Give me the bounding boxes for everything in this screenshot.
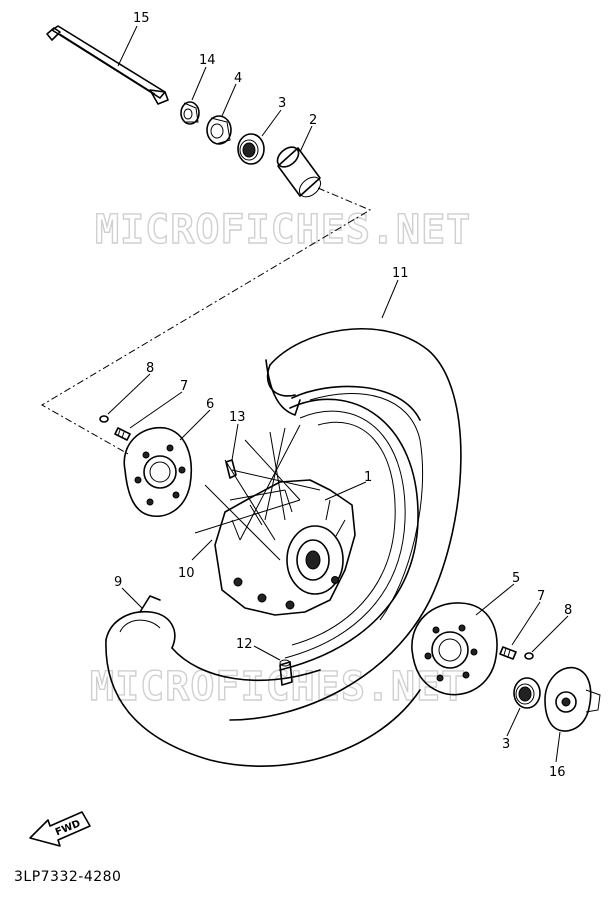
callout-1: 1 bbox=[364, 470, 372, 485]
fwd-arrow-icon: FWD bbox=[29, 811, 91, 847]
callout-9: 9 bbox=[114, 575, 122, 590]
callout-13: 13 bbox=[229, 410, 246, 425]
part-tube bbox=[105, 595, 421, 767]
callout-14: 14 bbox=[199, 53, 216, 68]
part-brake-disc-right bbox=[411, 602, 498, 696]
part-axle bbox=[46, 25, 169, 105]
callout-11: 11 bbox=[392, 266, 409, 281]
part-washer-right bbox=[524, 652, 534, 660]
part-collar bbox=[180, 101, 200, 125]
callout-8-left: 8 bbox=[146, 361, 154, 376]
callout-6: 6 bbox=[206, 397, 214, 412]
drawing-code: 3LP7332-4280 bbox=[14, 869, 121, 885]
callout-15: 15 bbox=[133, 11, 150, 26]
part-tire bbox=[229, 328, 462, 721]
part-spokes bbox=[194, 424, 321, 561]
part-bolt-left bbox=[114, 427, 131, 441]
callout-12: 12 bbox=[236, 637, 253, 652]
part-brake-disc-left bbox=[123, 427, 192, 517]
callout-16: 16 bbox=[549, 765, 566, 780]
part-oil-seal bbox=[206, 115, 232, 145]
callout-10: 10 bbox=[178, 566, 195, 581]
callout-8-right: 8 bbox=[564, 603, 572, 618]
leader-lines bbox=[107, 25, 569, 763]
part-gear-unit bbox=[544, 666, 601, 732]
callout-3-top: 3 bbox=[278, 96, 286, 111]
part-bearing-top bbox=[237, 133, 265, 165]
callout-numbers: 15 14 4 3 2 11 8 7 6 13 1 10 9 12 5 7 8 … bbox=[114, 11, 572, 780]
part-valve bbox=[279, 659, 293, 686]
callout-7-right: 7 bbox=[537, 589, 545, 604]
callout-7-left: 7 bbox=[180, 379, 188, 394]
watermark-top: MICROFICHES.NET bbox=[95, 207, 471, 253]
part-spacer bbox=[276, 146, 322, 198]
part-rim bbox=[279, 398, 419, 671]
callout-5: 5 bbox=[512, 571, 520, 586]
part-hub bbox=[214, 479, 356, 616]
part-bolt-right bbox=[499, 646, 517, 660]
watermark-bottom: MICROFICHES.NET bbox=[90, 664, 466, 710]
part-washer-left bbox=[99, 415, 109, 423]
part-bearing-bottom bbox=[513, 677, 541, 709]
callout-3-bottom: 3 bbox=[502, 737, 510, 752]
callout-2: 2 bbox=[309, 113, 317, 128]
callout-4: 4 bbox=[234, 71, 242, 86]
